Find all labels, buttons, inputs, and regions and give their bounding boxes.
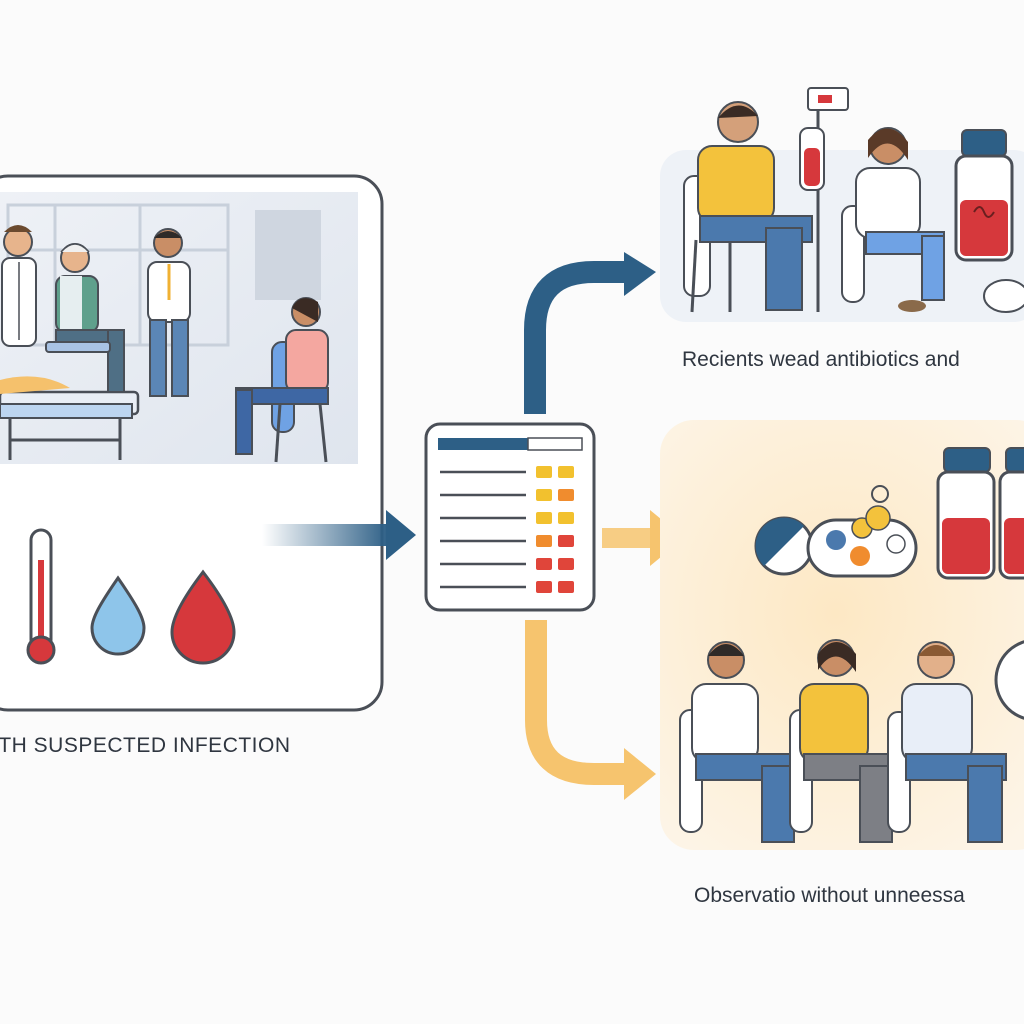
man-yellow-shirt-figure [683, 101, 813, 313]
water-drop-icon [90, 575, 146, 656]
doctor-figure [1, 225, 37, 347]
score-cell [558, 466, 574, 478]
score-cell [558, 581, 574, 593]
seated-patient-figure [45, 243, 125, 393]
thermometer-icon [26, 528, 56, 665]
observation-panel [660, 420, 1024, 850]
score-cell [558, 535, 574, 547]
waiting-woman-figure [235, 297, 329, 463]
score-cell [536, 581, 552, 593]
pill-icon [754, 485, 918, 578]
observation-patients [679, 639, 1007, 843]
patient-yellow-shirt-figure [789, 639, 895, 843]
score-table-icon [424, 422, 596, 612]
intake-caption: ITH SUSPECTED INFECTION [0, 734, 291, 757]
medicine-vial-icon [954, 129, 1014, 262]
stopwatch-icon [994, 640, 1024, 720]
score-cell [536, 489, 552, 501]
score-cell [536, 535, 552, 547]
observation-caption: Observatio without unneessa [694, 884, 965, 907]
score-cell [536, 558, 552, 570]
score-cell [558, 489, 574, 501]
patient-light-shirt-figure [887, 641, 1007, 843]
medicine-vials-icon [936, 447, 1024, 580]
iv-drip-icon [799, 87, 849, 312]
intake-panel [0, 174, 384, 712]
score-cell [536, 466, 552, 478]
score-cell [558, 558, 574, 570]
arrow-to-antibiotics [524, 252, 656, 414]
blood-drop-icon [170, 569, 236, 665]
antibiotics-panel [660, 87, 1024, 322]
clinic-scene [0, 192, 358, 464]
woman-white-shirt-figure [841, 127, 945, 312]
antibiotics-caption: Recients wead antibiotics and [682, 348, 960, 371]
score-cell [536, 512, 552, 524]
arrow-to-score [262, 510, 416, 560]
score-cell [558, 512, 574, 524]
standing-man-figure [147, 228, 191, 397]
patient-white-shirt-figure [679, 641, 801, 843]
